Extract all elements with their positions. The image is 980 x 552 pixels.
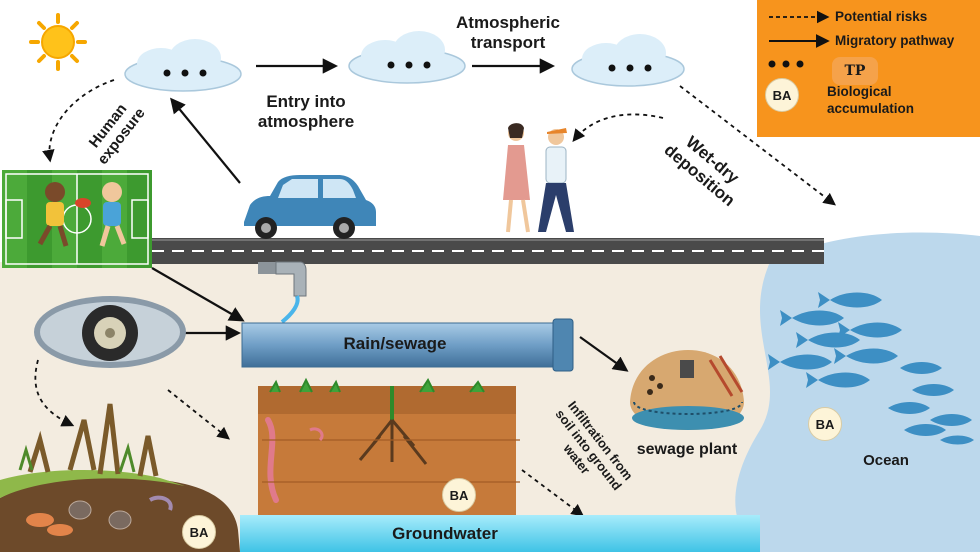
cloud-icon bbox=[571, 34, 685, 87]
arrow-cloud-to-ocean bbox=[679, 85, 837, 206]
rain-sewage-label: Rain/sewage bbox=[343, 334, 447, 353]
sediment-icon bbox=[0, 403, 240, 552]
legend-dot bbox=[768, 60, 776, 68]
groundwater-area bbox=[240, 515, 760, 552]
children-playing-icon bbox=[2, 170, 152, 268]
sewage-plant-label: sewage plant bbox=[636, 441, 738, 458]
atmos-line2: transport bbox=[470, 32, 546, 52]
ocean-label: Ocean bbox=[863, 452, 909, 469]
legend-ba-badge: BA bbox=[765, 78, 799, 112]
bio-line2: accumulation bbox=[827, 100, 915, 116]
legend-dot bbox=[782, 60, 790, 68]
arrow-wet-dry-deposition bbox=[572, 113, 664, 142]
cloud-icon bbox=[348, 31, 466, 84]
entry-into-atmosphere-label: Entry into atmosphere bbox=[236, 92, 376, 131]
faucet-icon bbox=[258, 261, 307, 324]
legend-potential-risks: Potential risks bbox=[835, 9, 928, 24]
ba-badge-ocean: BA bbox=[808, 407, 842, 441]
groundwater-label: Groundwater bbox=[392, 524, 498, 543]
entry-line1: Entry into bbox=[266, 92, 346, 111]
legend-symbols bbox=[768, 10, 830, 68]
fish-icon bbox=[768, 292, 974, 445]
legend-migratory-pathway: Migratory pathway bbox=[835, 33, 955, 48]
arrow-to-soil bbox=[167, 389, 230, 440]
legend-tp-badge: TP bbox=[832, 57, 878, 85]
ocean-area bbox=[735, 232, 980, 552]
atmospheric-transport-label: Atmospheric transport bbox=[438, 13, 578, 52]
soil-icon bbox=[258, 377, 520, 518]
entry-line2: atmosphere bbox=[257, 111, 355, 131]
arrow-tire-to-sediment bbox=[34, 359, 75, 427]
atmos-line1: Atmospheric bbox=[456, 13, 560, 32]
pedestrians-icon bbox=[503, 123, 574, 233]
cloud-icon bbox=[124, 39, 242, 92]
sun-icon bbox=[29, 13, 87, 71]
tire-icon bbox=[34, 296, 186, 368]
pipe bbox=[241, 318, 574, 372]
ba-badge-soil: BA bbox=[442, 478, 476, 512]
legend-dot bbox=[796, 60, 804, 68]
arrow-pipe-to-plant bbox=[579, 336, 629, 372]
ba-badge-sediment: BA bbox=[182, 515, 216, 549]
legend: Potential risks Migratory pathway BA Bio… bbox=[757, 0, 980, 137]
road bbox=[152, 238, 824, 264]
bio-line1: Biological bbox=[827, 84, 892, 99]
sewage-plant-icon bbox=[630, 350, 744, 430]
arrow-entry-into-atmosphere bbox=[170, 97, 241, 184]
arrow-field-to-pipe bbox=[151, 267, 245, 322]
car-icon bbox=[244, 175, 376, 239]
legend-biological-accumulation: Biological accumulation bbox=[827, 84, 914, 118]
